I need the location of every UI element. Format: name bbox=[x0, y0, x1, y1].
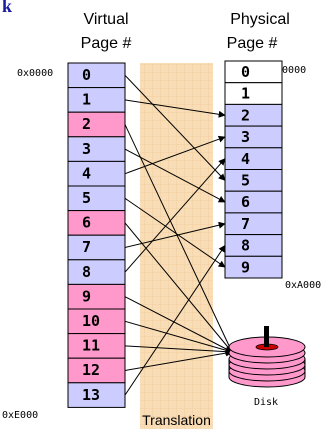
mapping-arrow-v3-p6 bbox=[124, 148, 226, 203]
virtual-page-label: 5 bbox=[82, 189, 91, 207]
virtual-page-label: 9 bbox=[82, 287, 91, 305]
physical-page-label: 8 bbox=[241, 237, 250, 255]
physical-page-2: 2 bbox=[224, 103, 283, 127]
physical-page-label: 5 bbox=[241, 172, 250, 190]
disk-arrow-v6 bbox=[124, 222, 233, 353]
virtual-start-address: 0x0000 bbox=[17, 68, 53, 79]
physical-page-3: 3 bbox=[224, 125, 283, 149]
virtual-page-label: 1 bbox=[82, 91, 91, 109]
translation-band bbox=[140, 63, 213, 429]
virtual-page-label: 3 bbox=[82, 140, 91, 158]
virtual-page-1: 1 bbox=[67, 87, 126, 113]
physical-page-label: 6 bbox=[241, 193, 250, 211]
corner-text-fragment: k bbox=[2, 0, 12, 16]
mapping-arrow-v4-p3 bbox=[124, 135, 226, 175]
physical-page-4: 4 bbox=[224, 147, 283, 171]
physical-page-5: 5 bbox=[224, 169, 283, 192]
mapping-arrows bbox=[124, 74, 233, 396]
physical-page-table: 0 1 2 3 4 5 6 7 8 9 bbox=[224, 60, 283, 279]
physical-page-label: 2 bbox=[241, 106, 250, 124]
physical-page-6: 6 bbox=[224, 190, 283, 214]
disk-arrow-v9 bbox=[124, 296, 233, 353]
virtual-page-6: 6 bbox=[67, 210, 126, 236]
mapping-arrow-v5-p9 bbox=[124, 197, 226, 268]
mapping-arrow-v1-p2 bbox=[124, 99, 226, 118]
virtual-page-5: 5 bbox=[67, 185, 126, 212]
disk-spindle bbox=[264, 326, 269, 347]
translation-label: Translation bbox=[142, 412, 211, 428]
physical-page-label: 1 bbox=[241, 85, 250, 103]
virtual-page-2: 2 bbox=[67, 111, 126, 138]
physical-page-label: 3 bbox=[241, 128, 250, 146]
virtual-page-10: 10 bbox=[67, 308, 126, 335]
disk-arrow-v12 bbox=[124, 349, 233, 371]
physical-page-8: 8 bbox=[224, 234, 283, 257]
physical-header-line1: Physical bbox=[230, 11, 290, 28]
disk-label: Disk bbox=[254, 397, 278, 408]
disk-arrow-v2 bbox=[124, 124, 233, 353]
physical-page-7: 7 bbox=[224, 212, 283, 236]
virtual-header-line1: Virtual bbox=[83, 11, 128, 28]
disk-arrow-v11 bbox=[124, 345, 233, 356]
virtual-page-label: 2 bbox=[82, 115, 91, 133]
virtual-page-9: 9 bbox=[67, 283, 126, 310]
physical-page-label: 7 bbox=[241, 215, 250, 233]
physical-header-line2: Page # bbox=[227, 35, 278, 52]
virtual-header-line2: Page # bbox=[81, 35, 132, 52]
virtual-page-7: 7 bbox=[67, 234, 126, 261]
virtual-page-label: 8 bbox=[82, 263, 91, 281]
physical-page-9: 9 bbox=[224, 255, 283, 279]
virtual-page-3: 3 bbox=[67, 136, 126, 162]
disk-icon bbox=[228, 326, 306, 388]
virtual-page-label: 6 bbox=[82, 214, 91, 232]
virtual-page-label: 11 bbox=[82, 337, 100, 355]
virtual-page-label: 12 bbox=[82, 361, 100, 379]
virtual-page-label: 0 bbox=[82, 66, 91, 84]
mapping-arrow-v13-p8 bbox=[124, 244, 226, 396]
virtual-page-13: 13 bbox=[67, 382, 126, 408]
physical-page-label: 4 bbox=[241, 150, 250, 168]
virtual-page-11: 11 bbox=[67, 333, 126, 359]
mapping-arrow-v0-p5 bbox=[124, 74, 226, 181]
physical-page-label: 0 bbox=[241, 63, 250, 81]
virtual-end-address: 0xE000 bbox=[2, 410, 38, 421]
physical-start-address: 0x0000 bbox=[270, 65, 306, 76]
virtual-page-12: 12 bbox=[67, 357, 126, 384]
virtual-page-0: 0 bbox=[67, 62, 126, 89]
physical-page-label: 9 bbox=[241, 258, 250, 276]
physical-page-1: 1 bbox=[224, 82, 283, 105]
physical-end-address: 0xA000 bbox=[285, 280, 321, 291]
virtual-page-4: 4 bbox=[67, 160, 126, 187]
disk-arrow-v10 bbox=[124, 320, 233, 354]
physical-page-0: 0 bbox=[224, 60, 283, 84]
virtual-page-label: 7 bbox=[82, 238, 91, 256]
virtual-page-label: 4 bbox=[82, 164, 91, 182]
virtual-page-8: 8 bbox=[67, 259, 126, 285]
virtual-page-label: 10 bbox=[82, 312, 100, 330]
mapping-arrow-v8-p4 bbox=[124, 158, 226, 273]
virtual-page-label: 13 bbox=[82, 386, 100, 404]
